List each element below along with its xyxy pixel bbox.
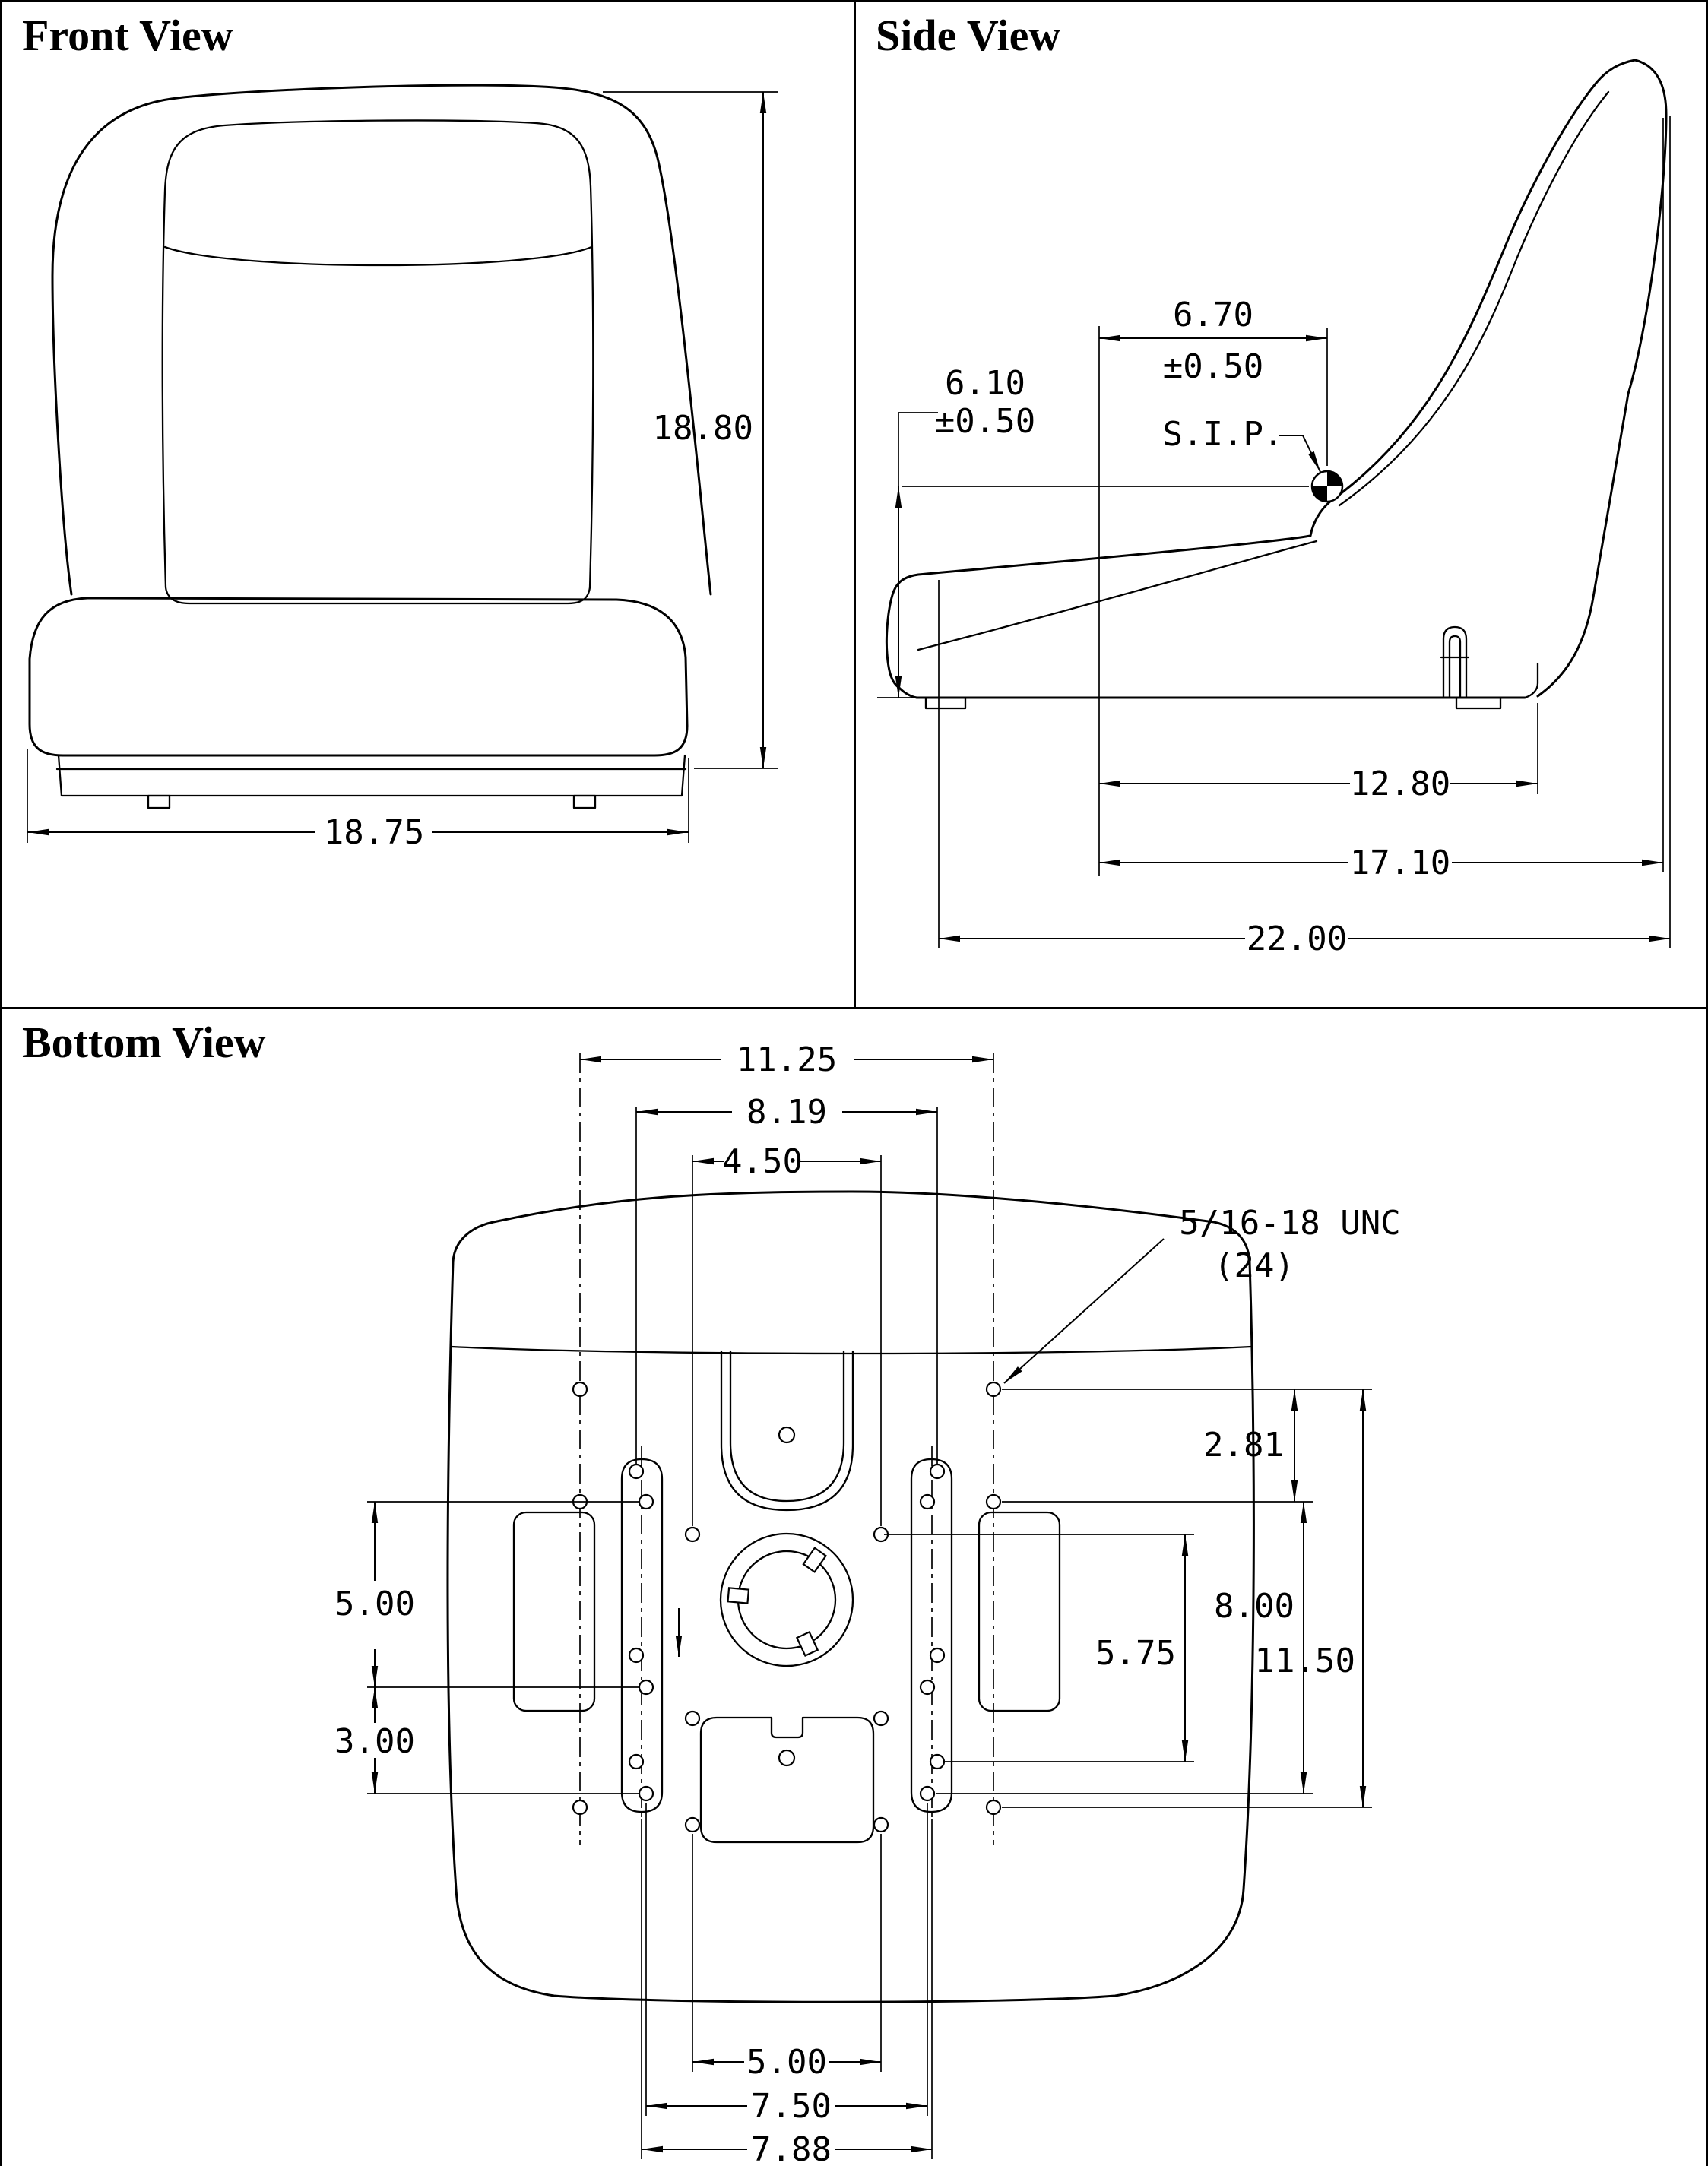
backrest-rear-outline bbox=[1536, 59, 1668, 698]
seat-depth-dim-label: 12.80 bbox=[1350, 765, 1450, 803]
base-foot-left bbox=[147, 794, 171, 809]
side-dimensions: 6.70 ±0.50 6.10 ±0.50 S.I.P. 12.80 17.10 bbox=[877, 116, 1671, 958]
sip-x-dim-label: 6.70 bbox=[1173, 296, 1253, 334]
pocket-left bbox=[512, 1511, 596, 1712]
center-boss-outer bbox=[719, 1532, 854, 1667]
front-width-dim-label: 18.75 bbox=[324, 813, 424, 852]
back-pad-seam bbox=[163, 245, 593, 267]
seat-pan-outline bbox=[446, 1190, 1255, 2003]
rail-left bbox=[620, 1458, 664, 1813]
side-view-panel: Side View bbox=[856, 2, 1706, 1009]
bottom-view-panel: Bottom View bbox=[2, 1009, 1706, 2166]
seat-base-skirt bbox=[57, 754, 686, 797]
pocket-right bbox=[978, 1511, 1061, 1712]
front-view-panel: Front View 18.80 bbox=[2, 2, 856, 1009]
bottom-dimensions: 11.25 8.19 4.50 5/16-18 UNC (24) bbox=[334, 1040, 1401, 2166]
center-boss-tabs bbox=[727, 1547, 828, 1658]
v-right-inner-dim-label: 5.75 bbox=[1095, 1634, 1176, 1673]
v-right-dim-label: 8.00 bbox=[1214, 1587, 1294, 1626]
bottom-seat-drawing bbox=[446, 1053, 1255, 2003]
top-slot-inner bbox=[729, 1350, 845, 1503]
v-left-upper-dim-label: 5.00 bbox=[334, 1585, 415, 1623]
bottom-plate-hole bbox=[778, 1749, 796, 1767]
recline-latch bbox=[1442, 625, 1468, 699]
side-view-title: Side View bbox=[876, 11, 1061, 60]
width-inner-dim-label: 4.50 bbox=[722, 1142, 803, 1181]
front-view-svg: 18.80 18.75 bbox=[27, 84, 778, 852]
cushion-side-seam bbox=[917, 540, 1318, 651]
base-foot-front bbox=[924, 696, 967, 710]
front-dimensions: 18.80 18.75 bbox=[27, 91, 778, 852]
width-outer-dim-label: 11.25 bbox=[737, 1040, 837, 1079]
sip-x-tol-label: ±0.50 bbox=[1163, 347, 1263, 386]
seat-cushion-outline bbox=[28, 597, 689, 757]
thread-note-label: 5/16-18 UNC bbox=[1179, 1204, 1400, 1243]
sip-y-tol-label: ±0.50 bbox=[935, 402, 1035, 441]
thread-qty-label: (24) bbox=[1214, 1246, 1294, 1285]
rail-right bbox=[910, 1458, 953, 1813]
front-height-dim-label: 18.80 bbox=[653, 409, 753, 448]
sip-label: S.I.P. bbox=[1163, 415, 1284, 454]
backrest-rear-bottom bbox=[1523, 662, 1539, 699]
sip-y-dim-label: 6.10 bbox=[945, 364, 1025, 403]
back-dim-label: 17.10 bbox=[1350, 844, 1450, 882]
recline-latch-inner bbox=[1440, 635, 1470, 699]
width-bottom-inner-dim-label: 5.00 bbox=[746, 2043, 827, 2082]
side-view-svg: 6.70 ±0.50 6.10 ±0.50 S.I.P. 12.80 17.10 bbox=[877, 59, 1671, 958]
v-left-lower-dim-label: 3.00 bbox=[334, 1722, 415, 1761]
seat-profile-outline bbox=[885, 59, 1637, 699]
backrest-inner-seam bbox=[1338, 90, 1610, 507]
bottom-view-svg: 11.25 8.19 4.50 5/16-18 UNC (24) bbox=[334, 1040, 1401, 2166]
thread-leader bbox=[1003, 1238, 1165, 1384]
width-bottom-mid-dim-label: 7.50 bbox=[751, 2087, 832, 2126]
seat-pan-seam bbox=[450, 1345, 1253, 1355]
back-pad-outline bbox=[161, 119, 594, 605]
v-top-dim-label: 2.81 bbox=[1203, 1426, 1284, 1465]
base-foot-right bbox=[572, 794, 597, 809]
base-foot-rear bbox=[1455, 696, 1502, 710]
side-seat-drawing bbox=[885, 59, 1668, 710]
top-slot-hole bbox=[778, 1426, 796, 1444]
top-slot-outer bbox=[720, 1350, 854, 1512]
width-mid-dim-label: 8.19 bbox=[746, 1093, 827, 1132]
front-view-title: Front View bbox=[22, 11, 233, 60]
v-right-outer-dim-label: 11.50 bbox=[1255, 1642, 1355, 1680]
bottom-view-title: Bottom View bbox=[22, 1018, 266, 1067]
bottom-plate bbox=[699, 1716, 875, 1844]
overall-dim-label: 22.00 bbox=[1247, 920, 1347, 958]
sip-marker bbox=[1310, 470, 1344, 503]
center-boss-inner bbox=[737, 1550, 837, 1650]
front-seat-drawing bbox=[28, 84, 712, 809]
width-bottom-outer-dim-label: 7.88 bbox=[751, 2130, 832, 2166]
seat-back-outline bbox=[51, 84, 712, 596]
